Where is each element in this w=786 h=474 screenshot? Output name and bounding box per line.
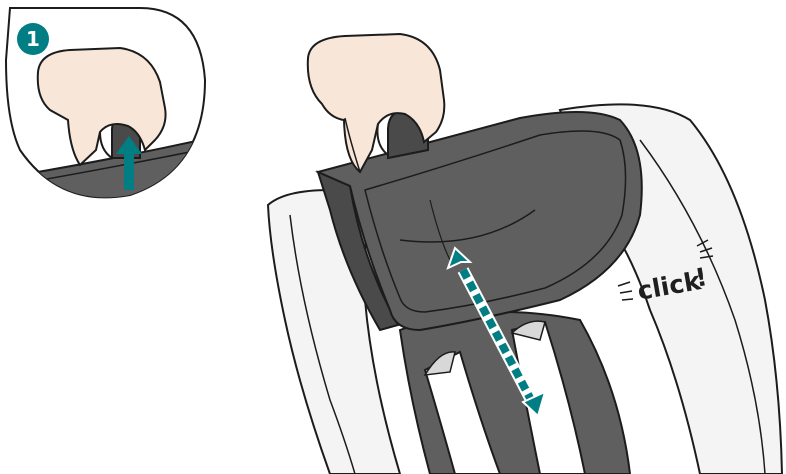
step-number: 1 (26, 27, 40, 51)
car-seat-illustration: click ! (268, 34, 782, 474)
step-badge: 1 (17, 23, 49, 55)
step-1-detail-inset: 1 (6, 8, 210, 215)
